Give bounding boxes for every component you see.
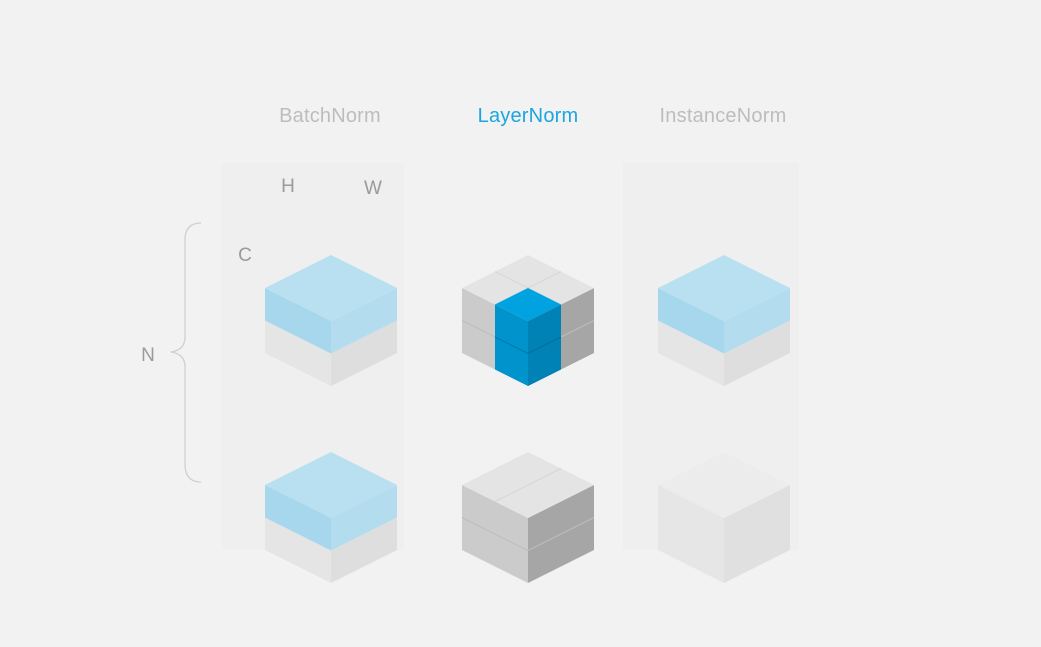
layernorm-sample-2-seam-left [461,517,529,551]
batchnorm-sample-1-upper-top-face [265,255,397,321]
instancenorm-sample-1-lower-right-face [724,320,790,386]
batchnorm-sample-2-upper-left-face [265,485,331,551]
batchnorm-sample-2-upper-right-face [331,485,397,551]
batchnorm-sample-2-lower-right-face [331,517,397,583]
batchnorm-sample-1-upper-left-face [265,288,331,354]
layernorm-sample-2 [461,452,595,583]
instancenorm-title: InstanceNorm [660,105,787,127]
instancenorm-sample-2-body-right-face [724,485,790,583]
w-axis-label: W [364,178,382,199]
batchnorm-sample-2 [265,452,397,583]
layernorm-title: LayerNorm [478,105,579,127]
instancenorm-sample-2-body-left-face [658,485,724,583]
c-axis-label: C [238,245,252,266]
instancenorm-sample-1-upper-left-face [658,288,724,354]
batchnorm-sample-1-lower-right-face [331,320,397,386]
n-axis-label: N [141,345,155,366]
instancenorm-sample-1-upper-top-face [658,255,790,321]
layernorm-sample-1-highlight-column-top-face [495,288,561,321]
instancenorm-sample-2 [658,452,790,583]
batchnorm-sample-2-upper-top-face [265,452,397,518]
instancenorm-sample-1-upper-right-face [724,288,790,354]
layernorm-sample-2-seam-right [527,517,595,551]
batchnorm-sample-1-lower-left-face [265,320,331,386]
batchnorm-sample-2-lower-left-face [265,517,331,583]
instancenorm-sample-1-lower-left-face [658,320,724,386]
instancenorm-sample-2-body-top-face [658,452,790,518]
n-brace [170,222,202,483]
batchnorm-title: BatchNorm [279,105,381,127]
h-axis-label: H [281,176,295,197]
layernorm-sample-1 [461,255,595,386]
batchnorm-sample-1 [265,255,397,386]
batchnorm-sample-1-upper-right-face [331,288,397,354]
layernorm-sample-2-seam-top [494,468,562,502]
instancenorm-sample-1 [658,255,790,386]
cubes-layer [265,255,790,583]
layernorm-sample-1-column-seam-right [527,336,562,354]
layernorm-sample-1-column-seam-left [494,336,529,354]
